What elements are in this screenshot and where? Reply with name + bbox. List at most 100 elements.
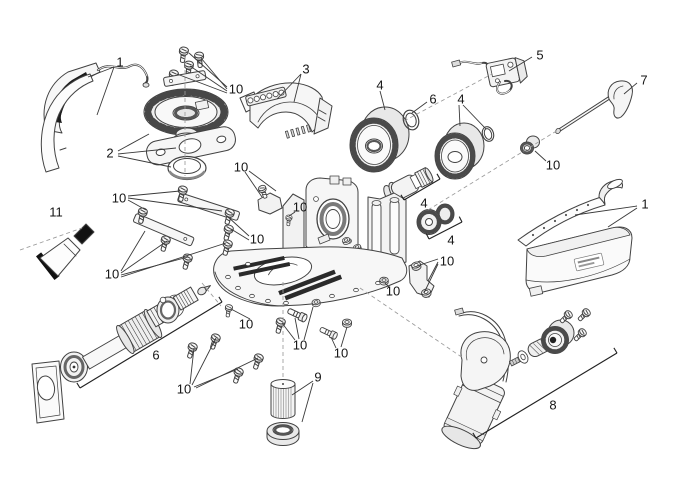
leader-line bbox=[230, 228, 250, 241]
leader-line bbox=[195, 357, 259, 389]
leader-line bbox=[384, 282, 390, 288]
part-label-1: 1 bbox=[116, 55, 123, 70]
part-label-10: 10 bbox=[239, 317, 253, 332]
nut-icon bbox=[342, 318, 352, 328]
part-label-4: 4 bbox=[376, 78, 383, 93]
leader-line bbox=[127, 197, 223, 212]
fastener-hardware bbox=[133, 184, 435, 385]
part-6-worm-shaft bbox=[60, 285, 211, 383]
base-plate bbox=[213, 246, 408, 307]
screw-icon bbox=[223, 303, 234, 318]
part-label-10: 10 bbox=[440, 254, 454, 269]
part-label-1: 1 bbox=[641, 197, 648, 212]
axis-dashed-line bbox=[19, 227, 83, 251]
leader-line bbox=[462, 104, 487, 130]
axis-dashed-line bbox=[359, 287, 464, 359]
leader-line bbox=[244, 171, 263, 198]
part-label-6: 6 bbox=[152, 348, 159, 363]
part-5-switch-bracket bbox=[451, 57, 528, 95]
leader-line bbox=[127, 199, 147, 211]
leader-line bbox=[230, 308, 251, 320]
part-label-10: 10 bbox=[386, 284, 400, 299]
leader-line bbox=[191, 337, 217, 386]
part-label-10: 10 bbox=[112, 191, 126, 206]
part-4-pulley-large bbox=[349, 106, 410, 173]
leader-line bbox=[379, 90, 386, 111]
part-label-11: 11 bbox=[49, 205, 63, 220]
part-label-10: 10 bbox=[229, 82, 243, 97]
nut-icon bbox=[311, 298, 322, 308]
leader-line bbox=[427, 261, 439, 282]
leader-line bbox=[293, 73, 302, 103]
leader-line bbox=[423, 263, 439, 294]
leader-line bbox=[120, 242, 227, 278]
part-6-oring-large bbox=[402, 109, 420, 131]
axis-dashed-line bbox=[201, 282, 222, 307]
screw-icon bbox=[184, 341, 199, 360]
leader-line bbox=[200, 57, 228, 90]
leader-line bbox=[411, 101, 428, 114]
part-1-left-band bbox=[40, 62, 150, 173]
leader-line bbox=[117, 155, 172, 168]
leader-line bbox=[623, 82, 638, 95]
part-4-coupling bbox=[416, 203, 455, 235]
leader-line bbox=[120, 240, 168, 274]
part-9-splined-sleeve bbox=[266, 379, 300, 446]
part-label-5: 5 bbox=[536, 48, 543, 63]
part-label-10: 10 bbox=[177, 382, 191, 397]
bracket-tick bbox=[613, 347, 618, 354]
leader-line bbox=[303, 306, 314, 341]
part-label-9: 9 bbox=[314, 370, 321, 385]
screw-icon bbox=[158, 234, 172, 253]
axis-dashed-line bbox=[427, 129, 559, 211]
diagram-art bbox=[31, 46, 633, 450]
leader-line bbox=[276, 73, 302, 100]
bracket-tick bbox=[76, 382, 81, 389]
leader-line bbox=[607, 207, 638, 228]
part-label-4: 4 bbox=[447, 233, 454, 248]
part-label-10: 10 bbox=[250, 232, 264, 247]
part-3-terminal-cover bbox=[239, 82, 333, 139]
bracket-tick bbox=[458, 216, 463, 223]
part-1-right-cover bbox=[517, 178, 633, 297]
part-label-10: 10 bbox=[293, 338, 307, 353]
leader-line bbox=[189, 347, 195, 385]
leader-line bbox=[176, 73, 228, 94]
part-label-2: 2 bbox=[106, 146, 113, 161]
part-11-grease-tube bbox=[36, 223, 95, 280]
leader-line bbox=[291, 380, 314, 396]
part-10-bushing bbox=[520, 135, 540, 155]
part-label-4: 4 bbox=[457, 92, 464, 107]
part-label-6: 6 bbox=[429, 92, 436, 107]
leader-line bbox=[294, 317, 300, 340]
part-7-release-rod bbox=[555, 80, 633, 135]
bracket-tick bbox=[436, 173, 441, 180]
leader-line bbox=[508, 56, 533, 72]
leader-line bbox=[330, 336, 337, 349]
leader-line bbox=[96, 66, 115, 116]
part-label-8: 8 bbox=[549, 398, 556, 413]
bracket-line bbox=[79, 301, 223, 389]
part-label-10: 10 bbox=[234, 160, 248, 175]
leader-line bbox=[117, 133, 150, 152]
leader-line bbox=[301, 382, 314, 423]
leader-line bbox=[281, 322, 296, 341]
part-label-7: 7 bbox=[640, 73, 647, 88]
screw-icon bbox=[571, 326, 589, 344]
bracket-line bbox=[428, 221, 463, 240]
leader-line bbox=[458, 104, 461, 127]
part-2-gear-assembly bbox=[143, 46, 236, 181]
bracket-tick bbox=[425, 233, 430, 240]
part-label-10: 10 bbox=[105, 267, 119, 282]
leader-line bbox=[416, 258, 439, 267]
leader-line bbox=[288, 211, 296, 217]
corner-plate bbox=[31, 360, 65, 424]
part-label-10: 10 bbox=[334, 346, 348, 361]
leader-line bbox=[127, 190, 181, 197]
part-label-4: 4 bbox=[420, 196, 427, 211]
leader-line bbox=[189, 65, 228, 92]
bolt-icon bbox=[318, 325, 339, 341]
